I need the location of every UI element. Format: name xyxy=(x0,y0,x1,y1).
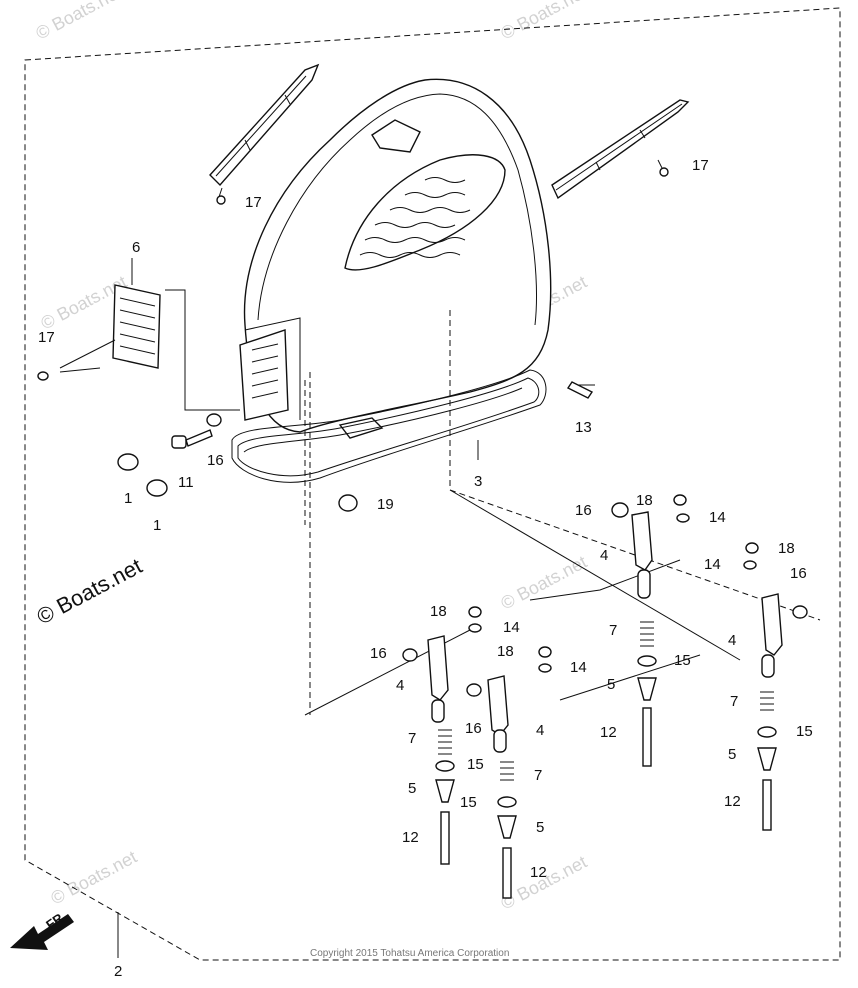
callout-2: 2 xyxy=(114,963,122,980)
rail-left xyxy=(209,63,320,187)
watermark-dark: © Boats.net xyxy=(33,553,147,629)
callout-5a: 5 xyxy=(607,676,615,693)
callout-15b: 15 xyxy=(796,723,813,740)
callout-12c: 12 xyxy=(402,829,419,846)
callout-16d: 16 xyxy=(370,645,387,662)
callout-18d: 18 xyxy=(497,643,514,660)
callout-5b: 5 xyxy=(728,746,736,763)
callout-18a: 18 xyxy=(636,492,653,509)
frame-outline xyxy=(24,7,841,961)
callout-7a: 7 xyxy=(609,622,617,639)
callout-4b: 4 xyxy=(396,677,404,694)
callout-4a: 4 xyxy=(600,547,608,564)
callout-5c: 5 xyxy=(408,780,416,797)
callout-17b: 17 xyxy=(692,157,709,174)
pin-stacks xyxy=(435,621,777,899)
callout-5d: 5 xyxy=(536,819,544,836)
side-grille-part-6 xyxy=(112,284,161,369)
callout-13: 13 xyxy=(575,419,592,436)
callout-7d: 7 xyxy=(534,767,542,784)
leader-lines xyxy=(59,159,821,716)
callout-14a: 14 xyxy=(709,509,726,526)
callout-17a: 17 xyxy=(245,194,262,211)
callout-19: 19 xyxy=(377,496,394,513)
callout-12a: 12 xyxy=(600,724,617,741)
callout-12d: 12 xyxy=(530,864,547,881)
callout-3: 3 xyxy=(474,473,482,490)
callout-1a: 1 xyxy=(124,490,132,507)
callout-15c: 15 xyxy=(467,756,484,773)
rail-right xyxy=(551,99,690,200)
callout-7b: 7 xyxy=(730,693,738,710)
seal-part-3 xyxy=(231,369,547,483)
callout-14d: 14 xyxy=(570,659,587,676)
callout-16e: 16 xyxy=(465,720,482,737)
top-cowl xyxy=(239,78,552,439)
callout-16b: 16 xyxy=(575,502,592,519)
callout-18b: 18 xyxy=(778,540,795,557)
latch-assemblies xyxy=(427,511,783,753)
callout-18c: 18 xyxy=(430,603,447,620)
callout-15a: 15 xyxy=(674,652,691,669)
watermark: © Boats.net xyxy=(497,552,590,614)
callout-6: 6 xyxy=(132,239,140,256)
callout-17c: 17 xyxy=(38,329,55,346)
callout-12b: 12 xyxy=(724,793,741,810)
copyright-text: Copyright 2015 Tohatsu America Corporati… xyxy=(310,948,509,959)
front-arrow: FR. xyxy=(10,908,74,950)
watermark: © Boats.net xyxy=(497,0,590,44)
callout-11: 11 xyxy=(178,474,194,491)
watermark: © Boats.net xyxy=(32,0,125,44)
callout-4d: 4 xyxy=(536,722,544,739)
hardware xyxy=(37,167,808,697)
callout-16c: 16 xyxy=(790,565,807,582)
callout-16a: 16 xyxy=(207,452,224,469)
callout-14c: 14 xyxy=(704,556,721,573)
callout-15d: 15 xyxy=(460,794,477,811)
callout-7c: 7 xyxy=(408,730,416,747)
callout-14b: 14 xyxy=(503,619,520,636)
callout-1b: 1 xyxy=(153,517,161,534)
callout-4c: 4 xyxy=(728,632,736,649)
